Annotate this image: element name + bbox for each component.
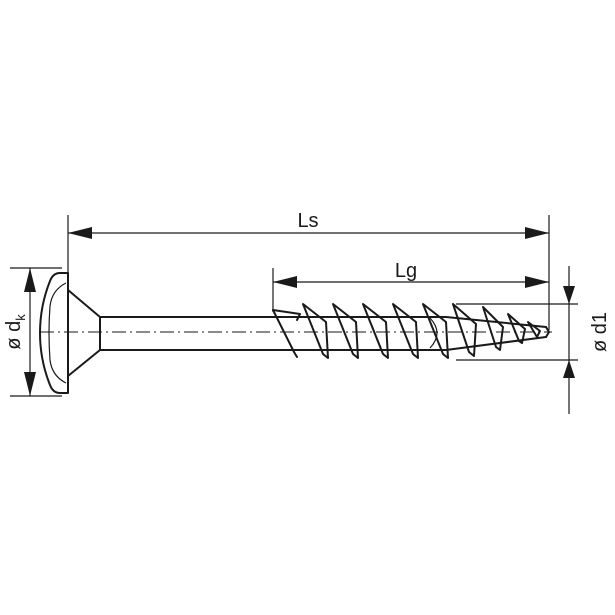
d1-arrow-top [563,286,575,304]
lg-arrow-left [273,276,297,288]
dk-label: ø dk [3,314,28,350]
dk-arrow-bottom [24,372,36,396]
head-underside-cone [67,289,101,377]
d1-arrow-bottom [563,360,575,378]
lg-label: Lg [395,260,417,282]
extension-lines [10,215,578,397]
d1-label: ø d1 [589,312,611,352]
d1-dimension: ø d1 [563,266,611,414]
head-washer-outline [39,272,69,394]
ls-label: Ls [297,210,318,232]
head-inner-dome [48,282,67,384]
thread-flights [272,303,541,359]
lg-dimension: Lg [273,260,549,288]
ls-arrow-left [68,227,92,239]
dk-arrow-top [24,268,36,292]
ls-arrow-right [525,227,549,239]
lg-arrow-right [525,276,549,288]
dk-dimension: ø dk [3,268,36,396]
screw-shank [99,316,285,351]
ls-dimension: Ls [68,210,549,239]
screw-head [39,272,101,394]
